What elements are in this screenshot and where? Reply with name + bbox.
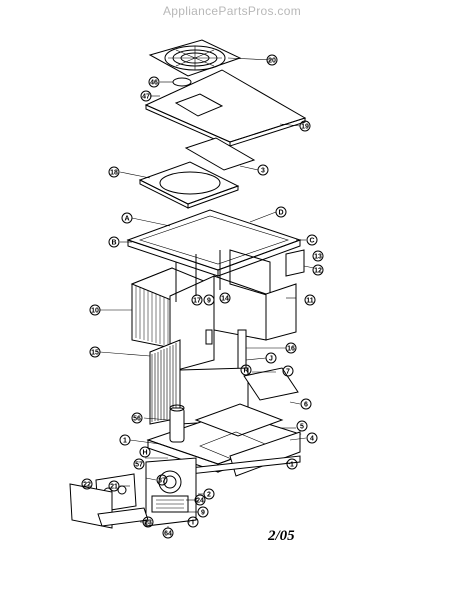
callout-J: J: [269, 356, 273, 363]
callout-A: A: [124, 216, 129, 223]
callout-37: 37: [158, 478, 166, 485]
callout-I: I: [192, 520, 194, 527]
callout-14: 14: [221, 296, 229, 303]
callout-9-upper: 9: [207, 298, 211, 305]
callout-64: 64: [164, 531, 172, 538]
callout-5: 5: [300, 424, 304, 431]
callout-24: 24: [196, 498, 204, 505]
callout-6: 6: [304, 402, 308, 409]
callouts: 20 46 47 19 3 18 A D B C 13 12 17 9 14 1…: [81, 54, 324, 539]
watermark-text: AppliancePartsPros.com: [163, 4, 301, 18]
callout-3: 3: [261, 168, 265, 175]
filter-panel: [285, 249, 305, 277]
revision-date: 2/05: [268, 528, 295, 544]
callout-46: 46: [150, 80, 158, 87]
callout-C: C: [309, 238, 314, 245]
callout-1-right: 1: [290, 462, 294, 469]
callout-19: 19: [301, 124, 309, 131]
callout-7: 7: [286, 369, 290, 376]
callout-D: D: [278, 210, 283, 217]
callout-17: 17: [193, 298, 201, 305]
callout-2: 2: [207, 492, 211, 499]
callout-57: 57: [135, 462, 143, 469]
fan-guard: [148, 39, 242, 77]
callout-18: 18: [110, 170, 118, 177]
callout-10-left: 10: [91, 308, 99, 315]
callout-21: 21: [110, 484, 118, 491]
callout-20: 20: [268, 58, 276, 65]
base-pan: [146, 403, 302, 477]
callout-13: 13: [314, 254, 322, 261]
callout-H: H: [142, 450, 147, 457]
callout-16: 16: [287, 346, 295, 353]
callout-23: 23: [144, 520, 152, 527]
compressor: [169, 404, 185, 443]
bracket: [184, 137, 256, 171]
control-box: [145, 457, 197, 527]
callout-15: 15: [91, 350, 99, 357]
bezel: [97, 507, 149, 527]
upper-frame: [126, 209, 302, 277]
callout-56: 56: [133, 416, 141, 423]
callout-11: 11: [306, 298, 314, 305]
callout-9-lower: 9: [201, 510, 205, 517]
callout-22: 22: [83, 482, 91, 489]
callout-4: 4: [310, 436, 314, 443]
fan-hub: [172, 77, 192, 87]
top-panel: [144, 69, 307, 147]
callout-R: R: [243, 368, 248, 375]
callout-B: B: [111, 240, 116, 247]
cabinet-body: [130, 249, 299, 425]
callout-47: 47: [142, 94, 150, 101]
callout-1-left: 1: [123, 438, 127, 445]
shroud-frame: [138, 161, 240, 209]
callout-12: 12: [314, 268, 322, 275]
